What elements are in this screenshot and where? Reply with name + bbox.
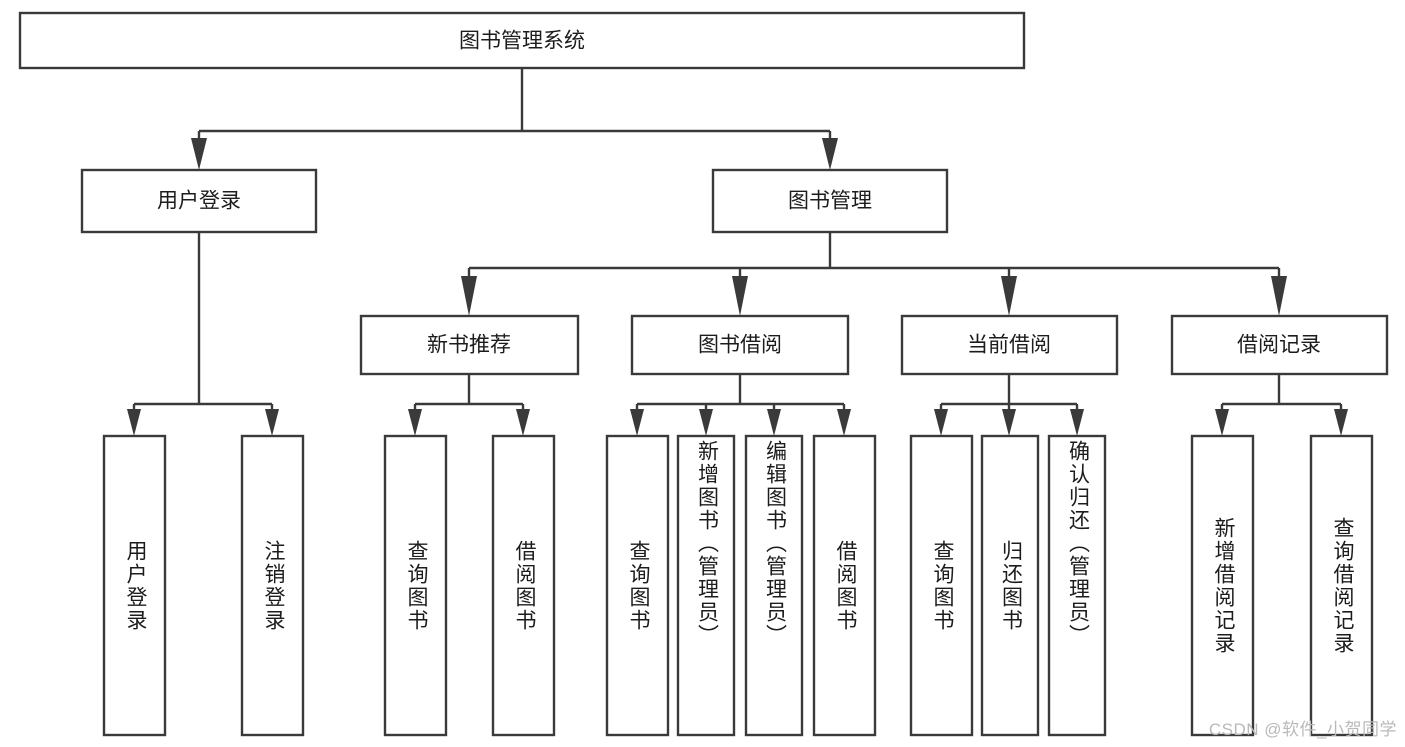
arrowhead-leaf-query-book-1 [408, 409, 422, 436]
node-leaf-return-book-box[interactable] [980, 434, 1040, 737]
node-leaf-user-login-box[interactable] [102, 434, 167, 737]
arrowhead-records [1271, 276, 1287, 316]
node-root-box[interactable] [18, 11, 1026, 70]
node-leaf-add-record-box[interactable] [1190, 434, 1255, 737]
node-current-label: 当前借阅 [967, 334, 1051, 357]
node-bookmgmt-label: 图书管理 [788, 190, 872, 213]
node-borrow-box[interactable] [630, 314, 850, 376]
arrowhead-leaf-confirm-return [1070, 409, 1084, 436]
node-borrow[interactable]: 图书借阅 [630, 314, 850, 376]
node-leaf-query-book-1-box[interactable] [383, 434, 448, 737]
arrowhead-leaf-edit-book [767, 409, 781, 436]
arrowhead-borrow [732, 276, 748, 316]
arrowhead-current [1001, 276, 1017, 316]
node-leaf-query-book-3-box[interactable] [909, 434, 974, 737]
arrowhead-leaf-query-book-2 [630, 409, 644, 436]
arrowhead-leaf-user-login [127, 409, 141, 436]
node-leaf-borrow-book-1-box[interactable] [491, 434, 556, 737]
node-leaf-query-record-box[interactable] [1309, 434, 1374, 737]
node-records[interactable]: 借阅记录 [1170, 314, 1389, 376]
node-root[interactable]: 图书管理系统 [18, 11, 1026, 70]
node-current-box[interactable] [900, 314, 1119, 376]
arrowhead-leaf-query-record [1334, 409, 1348, 436]
node-bookmgmt[interactable]: 图书管理 [711, 168, 949, 234]
node-leaf-add-book-box[interactable] [676, 434, 736, 737]
arrowhead-leaf-borrow-book-1 [516, 409, 530, 436]
node-leaf-edit-book-box[interactable] [744, 434, 804, 737]
arrowhead-leaf-user-logout [265, 409, 279, 436]
node-newbook-label: 新书推荐 [427, 334, 511, 357]
node-login[interactable]: 用户登录 [80, 168, 318, 234]
node-leaf-confirm-return-box[interactable] [1047, 434, 1107, 737]
node-login-box[interactable] [80, 168, 318, 234]
node-leaf-query-book-2-box[interactable] [605, 434, 670, 737]
connectors-group [127, 68, 1348, 436]
node-records-box[interactable] [1170, 314, 1389, 376]
arrowhead-newbook [461, 276, 477, 316]
arrowhead-login [191, 138, 207, 170]
arrowhead-leaf-add-record [1215, 409, 1229, 436]
arrowhead-leaf-query-book-3 [934, 409, 948, 436]
arrowhead-leaf-return-book [1002, 409, 1016, 436]
node-leaf-user-logout-box[interactable] [240, 434, 305, 737]
arrowhead-bookmgmt [822, 138, 838, 170]
arrowhead-leaf-borrow-book-2 [837, 409, 851, 436]
node-leaf-borrow-book-2-box[interactable] [812, 434, 877, 737]
watermark-text: CSDN @软件_小贺同学 [1208, 720, 1397, 739]
node-borrow-label: 图书借阅 [698, 334, 782, 357]
node-login-label: 用户登录 [157, 190, 241, 213]
node-current[interactable]: 当前借阅 [900, 314, 1119, 376]
node-newbook-box[interactable] [359, 314, 580, 376]
node-bookmgmt-box[interactable] [711, 168, 949, 234]
node-root-label: 图书管理系统 [459, 30, 585, 53]
node-newbook[interactable]: 新书推荐 [359, 314, 580, 376]
node-records-label: 借阅记录 [1237, 334, 1321, 357]
arrowhead-leaf-add-book [699, 409, 713, 436]
